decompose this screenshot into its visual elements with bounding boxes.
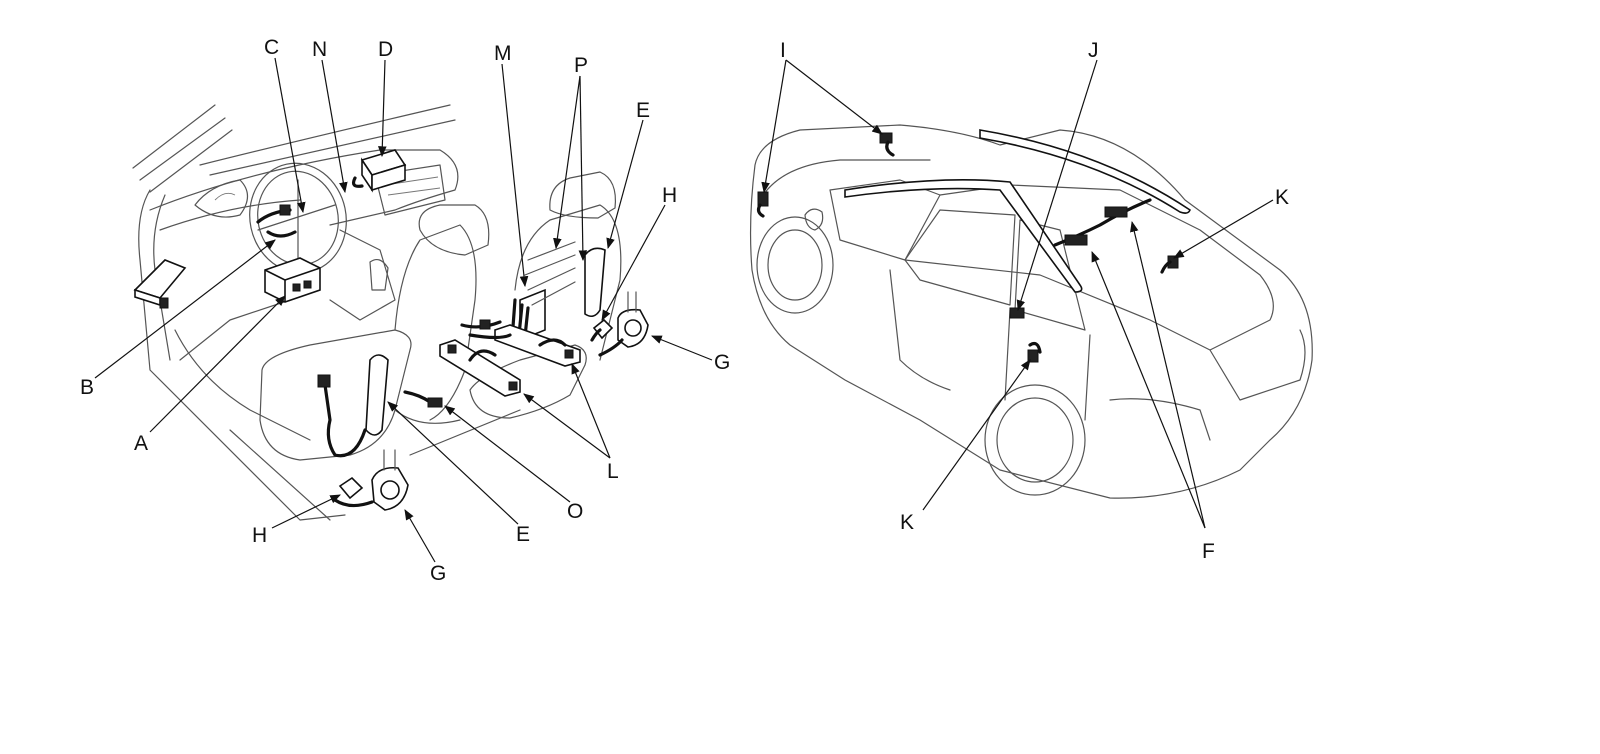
callout-e-bottom: E [516,523,530,546]
callout-l: L [607,460,619,483]
callout-a: A [134,432,148,455]
callout-e-top: E [636,99,650,122]
callout-p: P [574,54,588,77]
callout-b: B [80,376,94,399]
callout-i: I [780,39,786,62]
callout-n: N [312,38,327,61]
callout-k-right: K [1275,186,1289,209]
callout-g-bottom: G [430,562,446,585]
callout-j: J [1088,39,1099,62]
callout-f: F [1202,540,1215,563]
callout-m: M [494,42,512,65]
callout-c: C [264,36,279,59]
callout-h-right: H [662,184,677,207]
car-srs-components [756,129,1191,363]
callout-d: D [378,38,393,61]
callout-g-right: G [714,351,730,374]
weight-sensors-l [439,324,581,397]
cabin-srs-components [133,149,649,511]
srs-unit-a [264,257,321,303]
belt-tensioner-g-bottom [371,449,409,511]
passenger-airbag-d [351,149,407,193]
callout-o: O [567,500,583,523]
knee-module-b [133,259,187,309]
leader-lines [94,57,1274,563]
callout-k-bottom: K [900,511,914,534]
callout-h-bottom: H [252,524,267,547]
belt-tensioner-g-right [598,291,649,357]
callout-labels: C N D M P E H G B A L O H E G I J K K F [80,36,1289,585]
car-exterior-illustration [749,124,1313,499]
